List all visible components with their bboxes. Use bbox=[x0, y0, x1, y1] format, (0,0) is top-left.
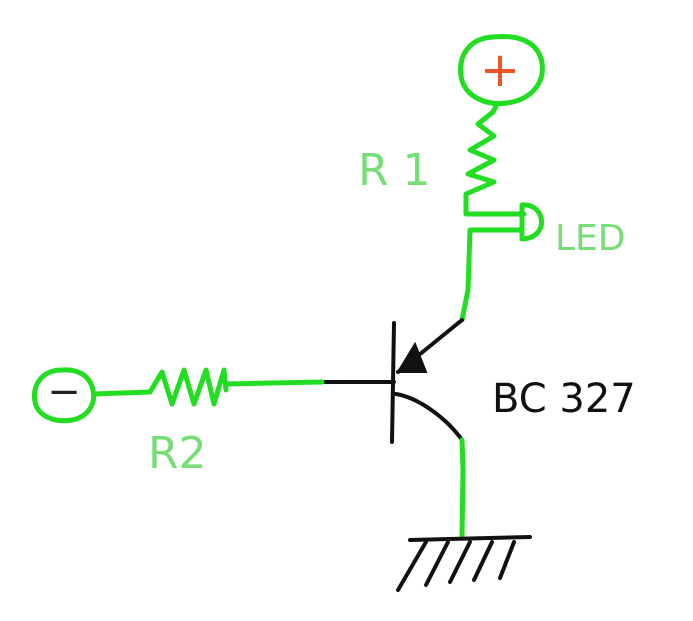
wire-collector-ground bbox=[459, 437, 466, 541]
r2-resistor bbox=[147, 367, 229, 407]
negative-terminal: − bbox=[31, 367, 97, 424]
ground-symbol bbox=[396, 535, 532, 592]
transistor-emitter-arrow bbox=[396, 341, 428, 373]
r2-label: R2 bbox=[148, 428, 207, 479]
wire-negative-r2 bbox=[91, 389, 153, 397]
wire-r2-base bbox=[223, 379, 325, 387]
r1-resistor bbox=[463, 109, 497, 217]
led-symbol bbox=[519, 202, 544, 242]
led-label: LED bbox=[555, 218, 626, 259]
minus-sign: − bbox=[47, 369, 81, 415]
transistor-bc327 bbox=[320, 318, 464, 444]
plus-sign: + bbox=[480, 42, 520, 98]
positive-terminal: + bbox=[458, 33, 545, 107]
transistor-label: BC 327 bbox=[492, 376, 636, 422]
transistor-collector-lead bbox=[394, 392, 464, 442]
wire-led-emitter bbox=[459, 227, 525, 323]
r1-label: R 1 bbox=[358, 145, 431, 196]
